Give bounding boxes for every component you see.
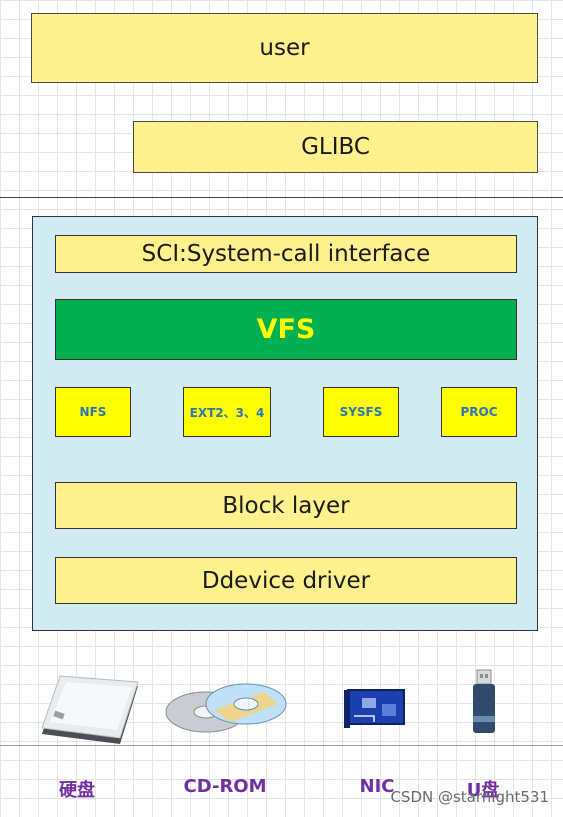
device-label-hdd: 硬盘 bbox=[59, 780, 95, 801]
block-layer-box: Block layer bbox=[55, 482, 517, 529]
sci-label: SCI:System-call interface bbox=[141, 241, 431, 267]
watermark: CSDN @starnight531 bbox=[390, 788, 549, 806]
user-box: user bbox=[31, 13, 538, 83]
nic-icon bbox=[344, 689, 405, 728]
device-driver-label: Ddevice driver bbox=[201, 567, 371, 594]
user-kernel-divider bbox=[0, 197, 563, 198]
user-label: user bbox=[259, 35, 310, 61]
device-label-usb: U盘 bbox=[466, 780, 500, 801]
hardware-divider bbox=[0, 745, 563, 746]
vfs-label: VFS bbox=[256, 314, 316, 345]
fs-sysfs-label: SYSFS bbox=[339, 405, 383, 419]
fs-sysfs-box: SYSFS bbox=[323, 387, 399, 437]
hard-disk-icon bbox=[41, 675, 139, 744]
vfs-box: VFS bbox=[55, 299, 517, 360]
fs-nfs-label: NFS bbox=[79, 405, 107, 419]
device-label-nic: NIC bbox=[359, 776, 395, 797]
fs-ext-label: EXT2、3、4 bbox=[189, 405, 265, 420]
fs-proc-box: PROC bbox=[441, 387, 517, 437]
glibc-label: GLIBC bbox=[301, 134, 370, 160]
fs-proc-label: PROC bbox=[460, 405, 498, 419]
fs-nfs-box: NFS bbox=[55, 387, 131, 437]
sci-box: SCI:System-call interface bbox=[55, 235, 517, 273]
device-label-cdrom: CD-ROM bbox=[183, 776, 267, 797]
kernel-box: SCI:System-call interface VFS NFS EXT2、3… bbox=[32, 216, 538, 631]
usb-drive-icon bbox=[473, 669, 495, 733]
device-driver-box: Ddevice driver bbox=[55, 557, 517, 604]
cd-rom-icon bbox=[165, 683, 287, 733]
fs-ext-box: EXT2、3、4 bbox=[183, 387, 271, 437]
glibc-box: GLIBC bbox=[133, 121, 538, 173]
block-layer-label: Block layer bbox=[222, 492, 350, 519]
